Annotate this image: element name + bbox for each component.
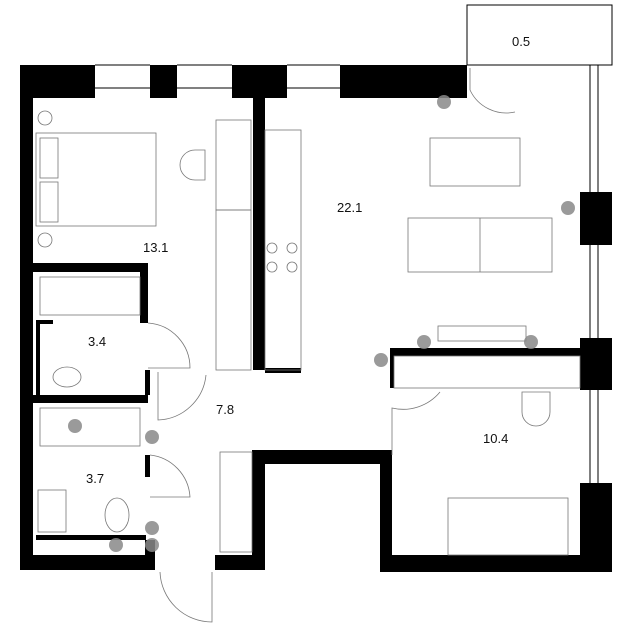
windows	[95, 64, 612, 570]
markers	[68, 95, 575, 552]
room-area-hallway: 7.8	[216, 402, 234, 417]
room-area-balcony: 0.5	[512, 34, 530, 49]
room-area-kitchen-living: 22.1	[337, 200, 362, 215]
room-area-bedroom-small: 10.4	[483, 431, 508, 446]
furniture	[35, 110, 581, 556]
walls	[20, 65, 612, 572]
room-area-bedroom-main: 13.1	[143, 240, 168, 255]
room-area-bathroom-2: 3.7	[86, 471, 104, 486]
balcony-outline	[466, 4, 613, 66]
doors	[147, 68, 516, 623]
room-area-bathroom-1: 3.4	[88, 334, 106, 349]
